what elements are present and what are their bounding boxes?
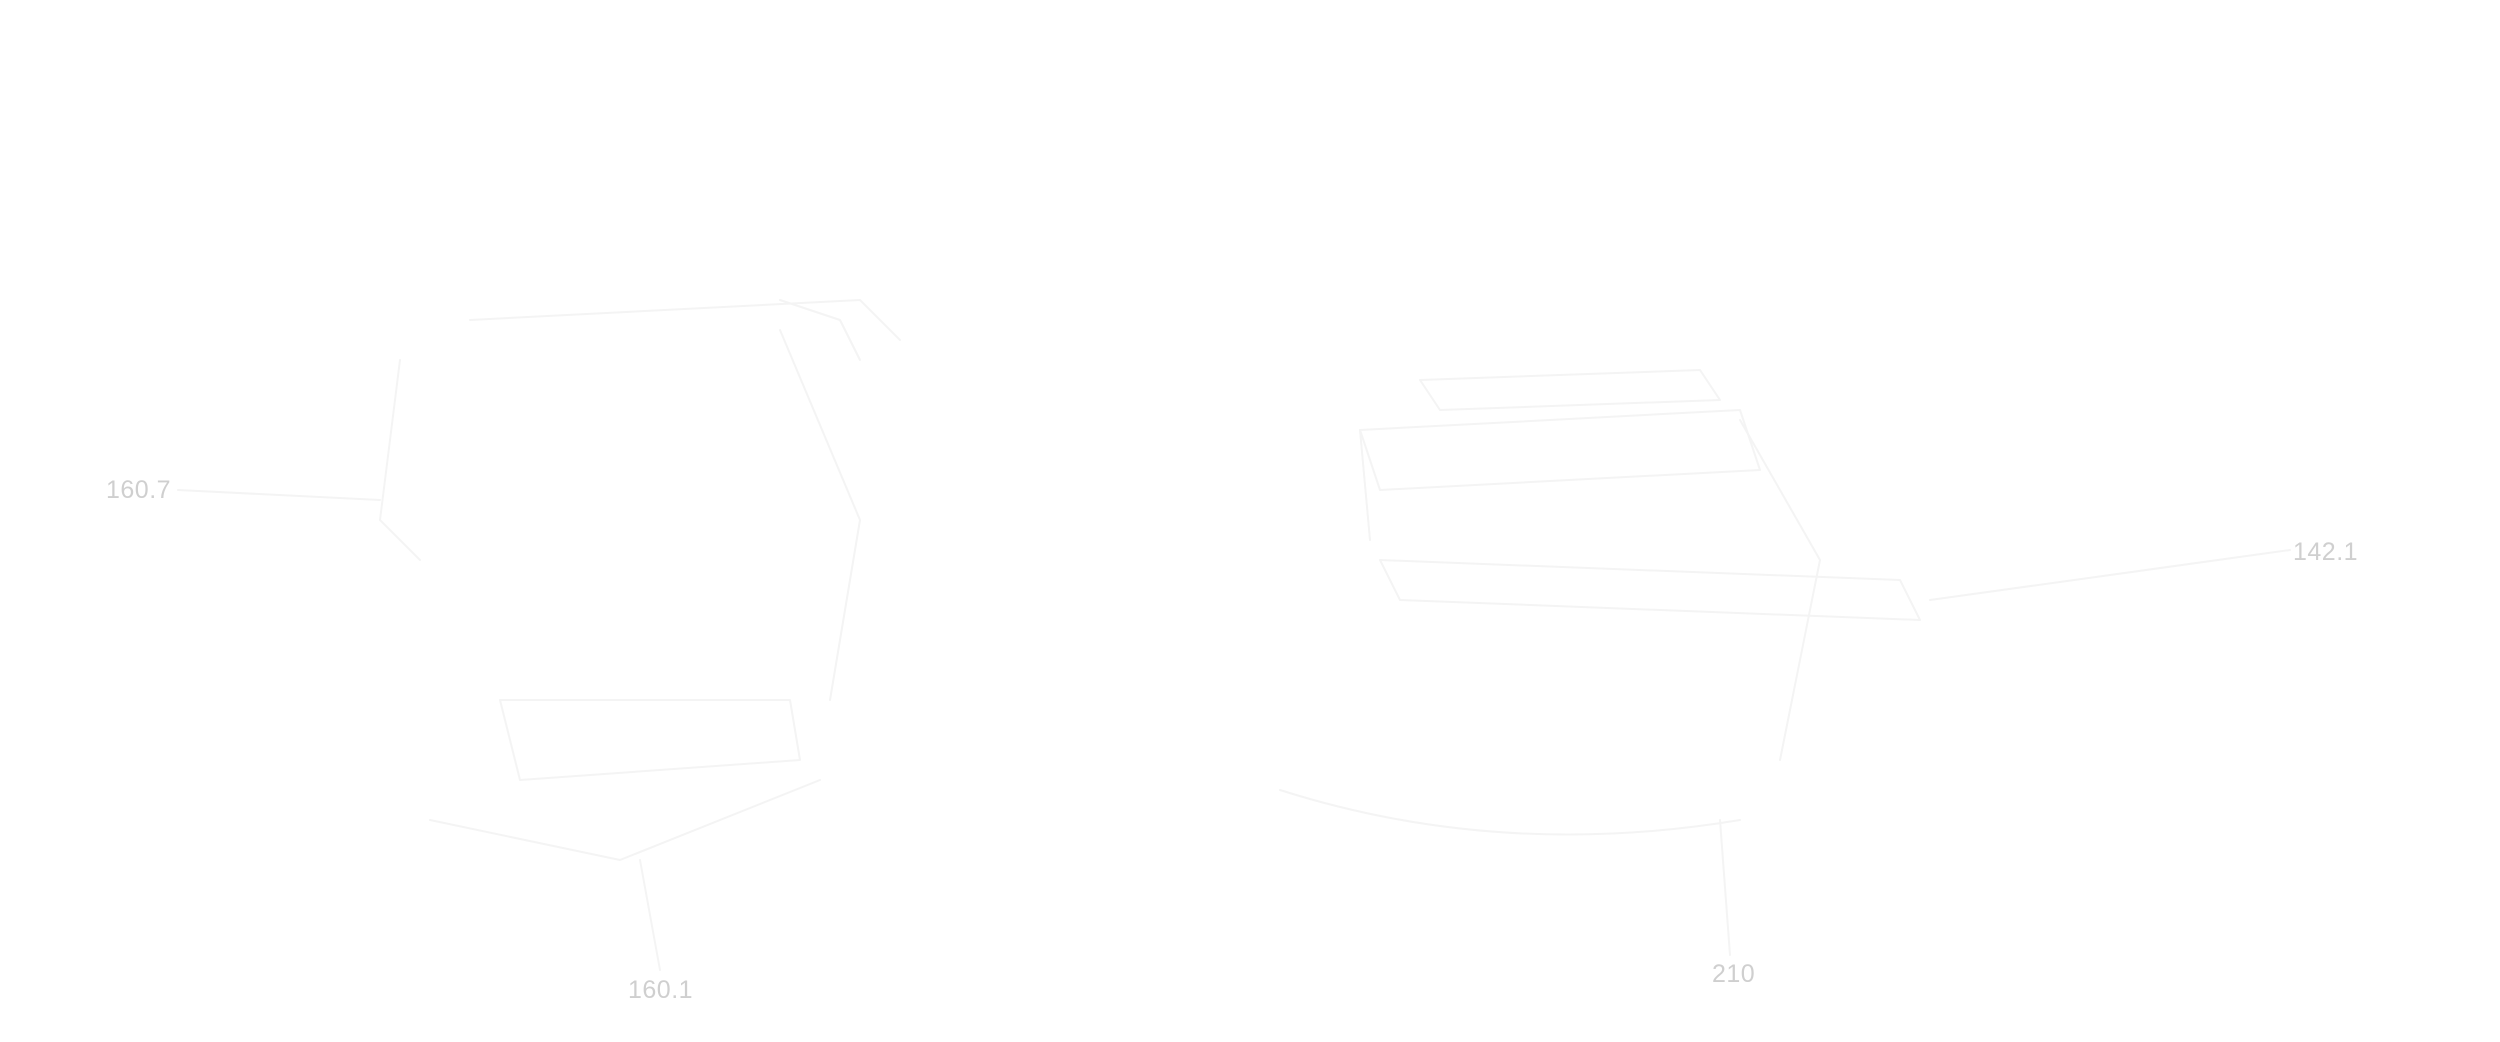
right-device-right-slope (1739, 419, 1821, 761)
right-device-left-wall (1359, 429, 1371, 541)
leader-line-160-1 (639, 859, 661, 971)
left-device-outline (379, 299, 901, 861)
reference-numeral-210: 210 (1712, 960, 1756, 988)
left-device-cap (779, 299, 861, 361)
leader-line-160-7 (177, 489, 381, 501)
left-device-slope (779, 329, 861, 701)
right-device-outline (1279, 369, 1921, 836)
right-device-mid-plate (1359, 409, 1761, 491)
left-device-top-edge (469, 299, 901, 341)
right-device-top-plate (1419, 369, 1721, 411)
left-device-side-edge (379, 359, 421, 561)
leader-line-142-1 (1929, 549, 2291, 601)
leader-line-210 (1719, 819, 1731, 956)
right-device-lower-plate (1379, 559, 1921, 621)
left-device-base (429, 779, 821, 861)
left-device-inner-block (499, 699, 801, 781)
reference-numeral-160-7: 160.7 (106, 476, 172, 504)
leader-lines (177, 489, 2291, 971)
right-device-bottom-curve (1279, 789, 1741, 836)
reference-numeral-142-1: 142.1 (2293, 538, 2359, 566)
reference-numeral-160-1: 160.1 (628, 976, 694, 1004)
